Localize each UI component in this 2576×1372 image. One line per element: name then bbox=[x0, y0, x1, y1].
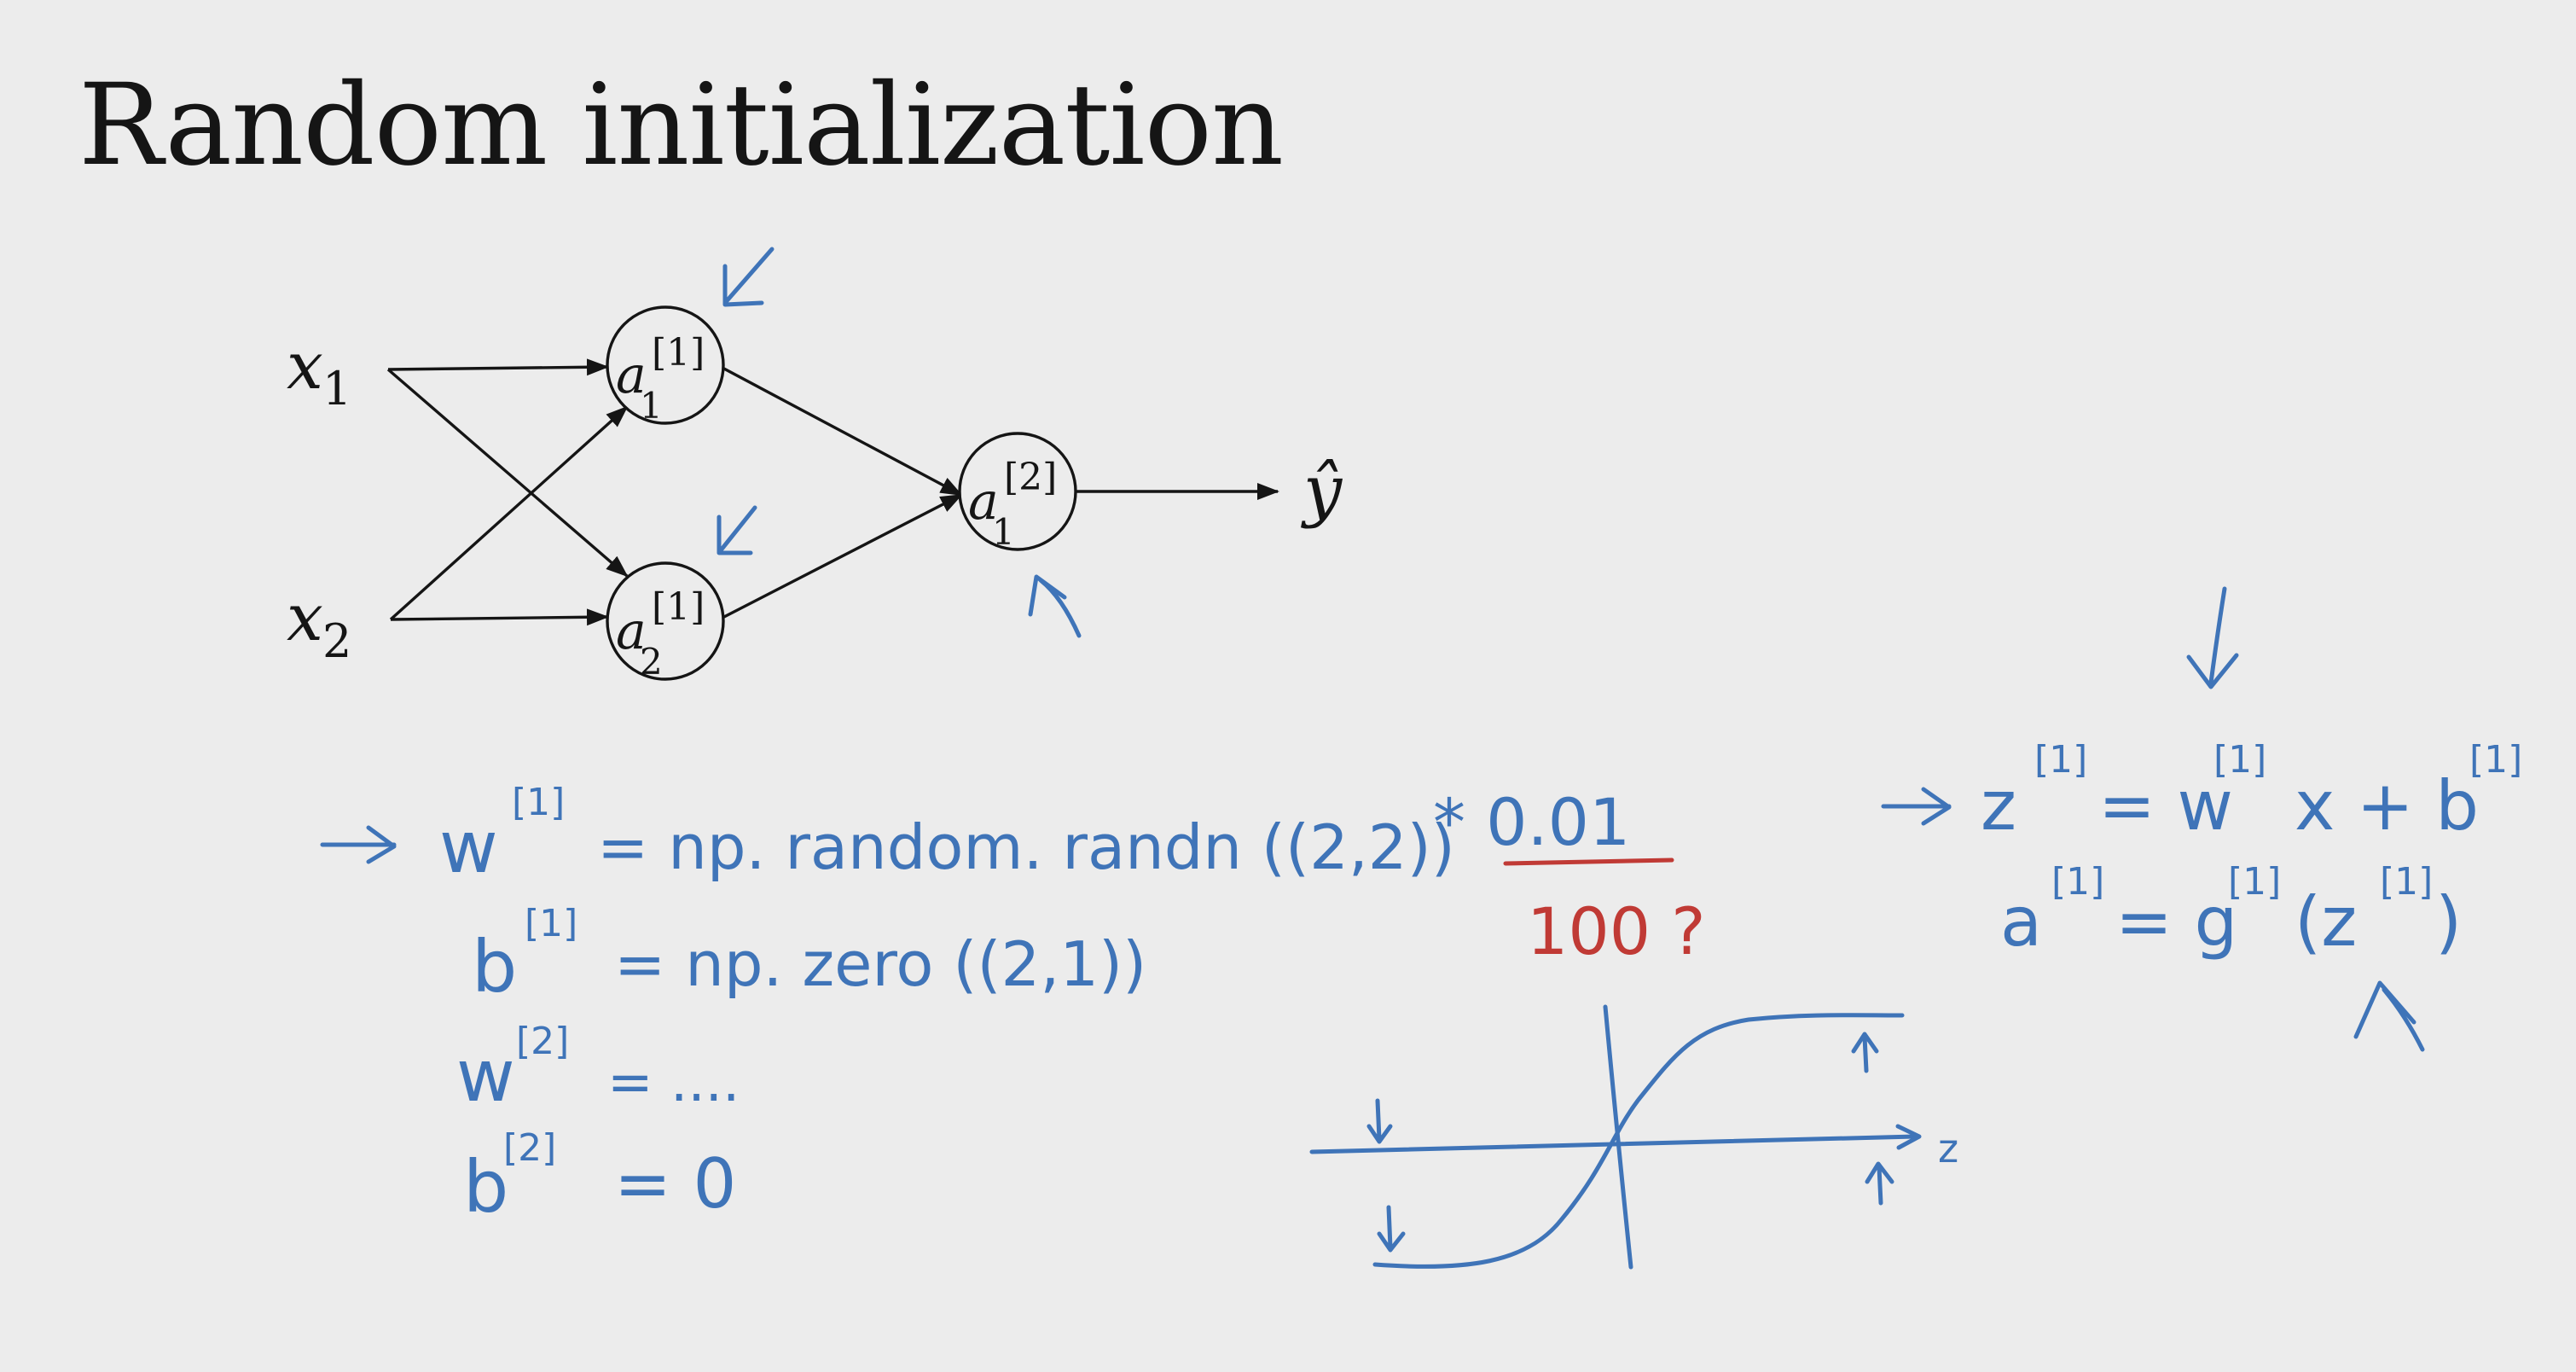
network-diagram: x 1 x 2 a 1 [1] a 2 [1] a 1 [2] ŷ bbox=[287, 305, 1343, 683]
sketch-left-lower-arrow-icon bbox=[1377, 1205, 1406, 1253]
eq1-tail-sup: [1] bbox=[2469, 738, 2522, 782]
arrow-to-hidden-1-icon bbox=[722, 247, 775, 307]
input-x2-var: x bbox=[287, 579, 323, 655]
init-code-block: w [1] = np. random. randn ((2,2)) b [1] … bbox=[320, 781, 1455, 1229]
init-b1-sup: [1] bbox=[525, 902, 577, 945]
hidden-2-sub: 2 bbox=[640, 641, 663, 683]
hidden-1-sub: 1 bbox=[640, 385, 663, 427]
hidden-node-1 bbox=[606, 305, 725, 425]
arrow-to-output-icon bbox=[1028, 574, 1082, 638]
eq2-close: ) bbox=[2435, 882, 2462, 962]
eq2-lhs: a bbox=[2000, 882, 2042, 962]
output-var: a bbox=[968, 472, 999, 532]
init-w1-sup: [1] bbox=[512, 781, 565, 824]
init-w1-lhs: w bbox=[439, 805, 498, 889]
sketch-axis-arrow-icon bbox=[1895, 1124, 1922, 1150]
hidden-node-2 bbox=[606, 561, 725, 681]
output-sub: 1 bbox=[992, 511, 1015, 553]
init-w2-rhs: = .... bbox=[607, 1051, 740, 1114]
eq1-tail: x + b bbox=[2295, 766, 2479, 846]
eq-down-arrow-shaft bbox=[2208, 586, 2227, 685]
output-node bbox=[958, 432, 1077, 551]
alternative-scale: 100 ? bbox=[1527, 893, 1706, 969]
eq1-lhs-sup: [1] bbox=[2034, 738, 2087, 782]
forward-equations: z [1] = w [1] x + b [1] a [1] = g [1] (z… bbox=[1881, 586, 2522, 1052]
eq-up-arrow-shaft bbox=[2382, 987, 2425, 1052]
hidden-1-sup: [1] bbox=[652, 331, 705, 375]
activation-sketch: z bbox=[1309, 1004, 1958, 1270]
sketch-vertical-axis bbox=[1603, 1004, 1633, 1270]
sketch-right-upper-arrow-icon bbox=[1851, 1032, 1879, 1073]
eq2-rhs-sup: [1] bbox=[2228, 860, 2281, 904]
input-x1-var: x bbox=[287, 328, 323, 404]
edge-h1-out bbox=[720, 365, 963, 497]
edge-x1-h2 bbox=[386, 368, 629, 578]
edge-x2-h2 bbox=[390, 608, 609, 626]
init-w2-lhs: w bbox=[456, 1034, 515, 1118]
hidden-2-sup: [1] bbox=[652, 585, 705, 629]
eq-up-arrow-icon bbox=[2353, 980, 2416, 1039]
hidden-2-var: a bbox=[616, 602, 647, 661]
sketch-axis-label: z bbox=[1938, 1125, 1958, 1171]
eq2-tail: (z bbox=[2295, 882, 2357, 962]
eq-pointer-arrow-icon bbox=[1881, 787, 1952, 826]
init-w1-rhs: = np. random. randn ((2,2)) bbox=[597, 811, 1455, 883]
init-pointer-arrow-icon bbox=[320, 825, 397, 864]
prediction-y-hat: ŷ bbox=[1301, 451, 1343, 530]
init-w2-sup: [2] bbox=[516, 1020, 569, 1063]
edge-x2-h1 bbox=[389, 405, 629, 621]
input-x1-sub: 1 bbox=[322, 362, 351, 416]
scale-factor: * 0.01 bbox=[1433, 784, 1630, 860]
eq1-rhs-sup: [1] bbox=[2213, 738, 2266, 782]
sketch-left-upper-arrow-icon bbox=[1366, 1098, 1393, 1144]
eq-down-arrow-icon bbox=[2186, 653, 2239, 689]
red-underline bbox=[1503, 858, 1674, 866]
output-sup: [2] bbox=[1004, 456, 1057, 499]
arrow-to-hidden-2-icon bbox=[717, 505, 757, 555]
node-pointer-arrows bbox=[717, 247, 1082, 638]
sketch-right-lower-arrow-icon bbox=[1865, 1161, 1894, 1206]
input-x2-sub: 2 bbox=[322, 614, 351, 668]
hidden-1-var: a bbox=[616, 346, 647, 405]
init-b2-sup: [2] bbox=[503, 1126, 556, 1170]
init-b1-rhs: = np. zero ((2,1)) bbox=[614, 928, 1146, 1000]
eq2-lhs-sup: [1] bbox=[2051, 860, 2104, 904]
init-b2-lhs: b bbox=[463, 1145, 508, 1229]
init-b1-lhs: b bbox=[472, 925, 517, 1009]
slide-title: Random initialization bbox=[78, 60, 1284, 191]
sketch-tanh-curve bbox=[1372, 1013, 1905, 1269]
edge-x1-h1 bbox=[387, 358, 609, 376]
eq2-rhs: = g bbox=[2115, 882, 2237, 962]
eq1-rhs: = w bbox=[2098, 766, 2233, 846]
scale-factor-note: * 0.01 100 ? bbox=[1433, 784, 1706, 969]
edge-h2-out bbox=[720, 493, 963, 620]
init-b2-rhs: = 0 bbox=[614, 1144, 736, 1224]
eq2-tail-sup: [1] bbox=[2380, 860, 2433, 904]
eq1-lhs: z bbox=[1981, 766, 2016, 846]
